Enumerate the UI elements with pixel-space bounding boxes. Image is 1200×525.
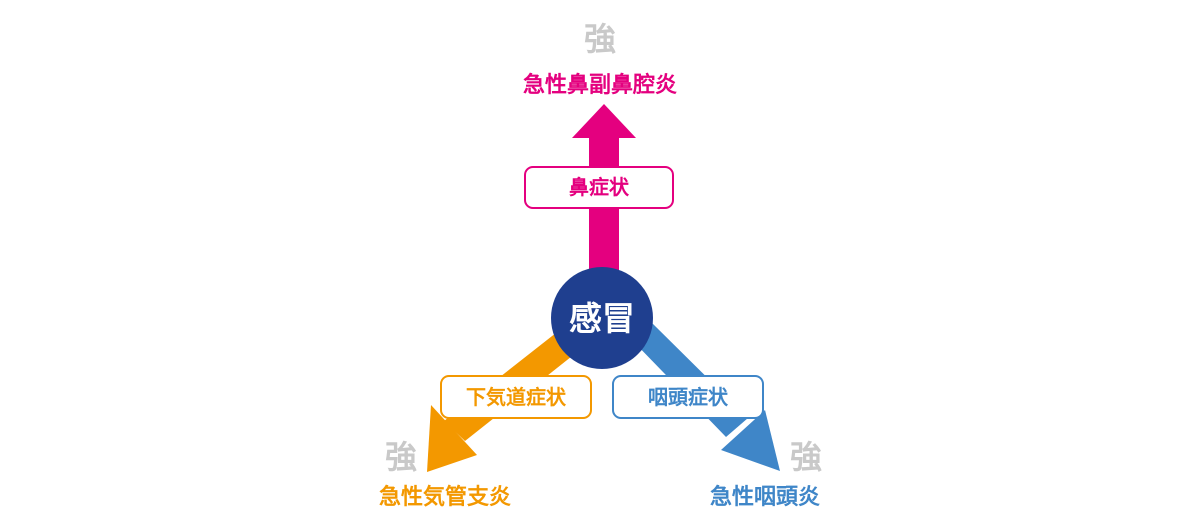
center-label: 感冒 [569, 299, 635, 338]
nose-condition-label: 急性鼻副鼻腔炎 [523, 72, 677, 98]
throat-symptom-box: 咽頭症状 [612, 375, 764, 419]
throat-symptom-label: 咽頭症状 [648, 385, 729, 409]
throat-condition-label: 急性咽頭炎 [710, 484, 820, 510]
lower-symptom-box: 下気道症状 [440, 375, 592, 419]
center-circle [551, 267, 653, 369]
throat-strength-label: 強 [790, 438, 822, 476]
center-node: 感冒 [551, 267, 653, 369]
nose-arrow-head [572, 104, 636, 138]
nose-strength-label: 強 [584, 20, 616, 58]
lower-condition-label: 急性気管支炎 [379, 484, 511, 510]
lower-strength-label: 強 [385, 438, 417, 476]
lower-arrow-head [427, 405, 477, 472]
nose-symptom-box: 鼻症状 [524, 166, 674, 209]
lower-symptom-label: 下気道症状 [466, 385, 567, 409]
nose-symptom-box-frame [524, 166, 674, 209]
lower-symptom-box-frame [440, 375, 592, 419]
nose-symptom-label: 鼻症状 [569, 175, 630, 199]
throat-arrow-head [721, 410, 780, 471]
throat-symptom-box-frame [612, 375, 764, 419]
